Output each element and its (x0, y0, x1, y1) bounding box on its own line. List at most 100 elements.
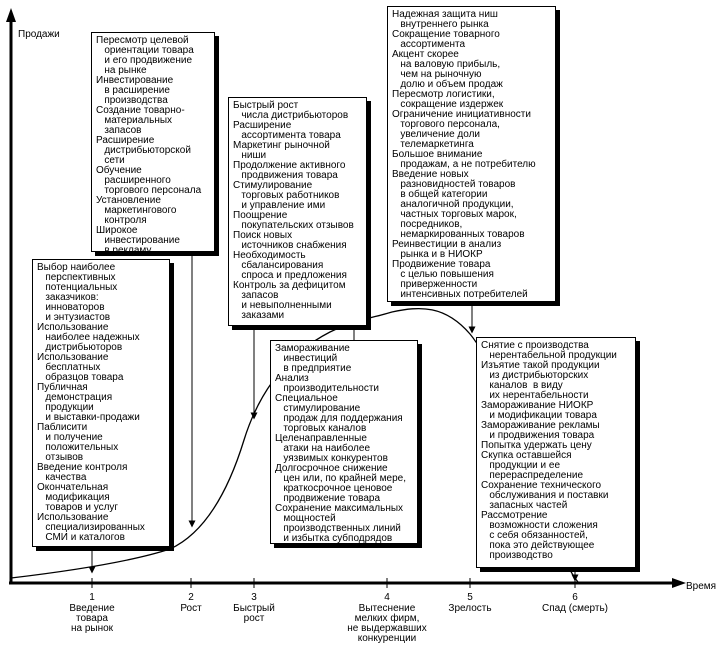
measure-line: инноваторов (37, 302, 105, 313)
measure-line: стимулирование (275, 403, 361, 414)
measure-line: Стимулирование (233, 180, 313, 191)
measure-line: долю и объем продаж (392, 79, 503, 90)
measure-line: Паблисити (37, 422, 88, 433)
stage-number-4: 4 (384, 592, 390, 603)
measure-line: Анализ (275, 373, 309, 384)
measure-line: телемаркетинга (392, 139, 474, 150)
measure-line: демонстрация (37, 392, 113, 403)
measure-line: Надежная защита ниш (392, 9, 498, 20)
measure-line: сбалансирования (233, 260, 324, 271)
measure-line: СМИ и каталогов (37, 532, 125, 543)
measure-line: Сохранение технического (481, 480, 602, 491)
measure-line: интенсивных потребителей (392, 289, 528, 300)
measure-line: и модификации товара (481, 410, 597, 421)
measure-line: Расширение (233, 120, 292, 131)
measure-line: возможности сложения (481, 520, 598, 531)
measure-line: образцов товара (37, 372, 124, 383)
measure-line: немаркированных товаров (392, 229, 525, 240)
measure-line: Расширение (96, 135, 155, 146)
measure-line: сокращение издержек (392, 99, 504, 110)
measure-line: бесплатных (37, 362, 101, 373)
measure-line: Введение контроля (37, 462, 128, 473)
measure-line: Обучение (96, 165, 142, 176)
measure-line: Целенаправленные (275, 433, 367, 444)
measure-line: производительности (275, 383, 379, 394)
stage-number-1: 1 (89, 592, 95, 603)
measure-line: цен или, по крайней мере, (275, 473, 407, 484)
stage-number-2: 2 (188, 592, 194, 603)
measure-line: продукции и ее (481, 460, 561, 471)
stage-label-5: Зрелость (448, 603, 492, 614)
measure-line: частных торговых марок, (392, 209, 517, 220)
measure-line: нерентабельной продукции (481, 350, 617, 361)
stage6-measures-box: Снятие с производства нерентабельной про… (476, 337, 636, 568)
measure-line: Попытка удержать цену (481, 440, 592, 451)
measure-line: сети (96, 155, 125, 166)
measure-line: потенциальных (37, 282, 118, 293)
stage-label-1: Введение товара на рынок (69, 603, 115, 634)
measure-line: Реинвестиции в анализ (392, 239, 502, 250)
x-axis-label: Время (686, 581, 717, 592)
measure-line: Продвижение товара (392, 259, 491, 270)
measure-line: числа дистрибьюторов (233, 110, 349, 121)
measure-line: и невыполненными (233, 300, 332, 311)
measure-line: запасов (96, 125, 142, 136)
measure-line: отзывов (37, 452, 84, 463)
measure-line: спроса и предложения (233, 270, 347, 281)
measure-line: торговых работников (233, 190, 340, 201)
measure-line: заказчиков: (37, 292, 99, 303)
measure-line: их нерентабельности (481, 390, 589, 401)
x-axis-arrow (672, 578, 686, 588)
measure-line: на валовую прибыль, (392, 59, 501, 70)
measure-line: Широкое (96, 225, 138, 236)
measure-line: заказами (233, 310, 285, 321)
measure-line: производство (481, 550, 553, 561)
measure-line: Поощрение (233, 210, 288, 221)
measure-line: Замораживание (275, 343, 350, 354)
measure-line: Сохранение максимальных (275, 503, 404, 514)
measure-line: в расширение (96, 85, 170, 96)
measure-line: и избытка субподрядов (275, 533, 393, 544)
y-axis-label: Продажи (18, 29, 60, 40)
measure-line: Установление (96, 195, 161, 206)
measure-line: и выставки-продажи (37, 412, 140, 423)
measure-line: Долгосрочное снижение (275, 463, 388, 474)
measure-line: Использование (37, 352, 109, 363)
measure-line: аналогичной продукции, (392, 199, 514, 210)
measure-line: и энтузиастов (37, 312, 111, 323)
measure-line: приверженности (392, 279, 478, 290)
measure-line: запасов (233, 290, 279, 301)
measure-line: посредников, (392, 219, 463, 230)
measure-line: специализированных (37, 522, 145, 533)
measure-line: с целью повышения (392, 269, 494, 280)
measure-line: Замораживание рекламы (481, 420, 600, 431)
measure-line: запасных частей (481, 500, 568, 511)
measure-line: покупательских отзывов (233, 220, 354, 231)
measure-line: продажам, а не потребителю (392, 159, 536, 170)
measure-line: чем на рыночную (392, 69, 482, 80)
measure-line: перераспределение (481, 470, 584, 481)
measure-line: Необходимость (233, 250, 306, 261)
measure-line: Быстрый рост (233, 100, 299, 111)
measure-line: в рекламу (96, 245, 152, 252)
measure-line: Изъятие такой продукции (481, 360, 600, 371)
stage2-measures-box: Пересмотр целевой ориентации товара и ег… (91, 32, 215, 252)
measure-line: мощностей (275, 513, 336, 524)
measure-line: Маркетинг рыночной (233, 140, 330, 151)
measure-line: Пересмотр логистики, (392, 89, 495, 100)
measure-line: дистрибьюторской (96, 145, 191, 156)
measure-line: обслуживания и поставки (481, 490, 609, 501)
measure-line: Введение новых (392, 169, 469, 180)
measure-line: перспективных (37, 272, 116, 283)
measure-line: Рассмотрение (481, 510, 548, 521)
measure-line: материальных (96, 115, 173, 126)
measure-line: модификация (37, 492, 110, 503)
stage1-measures-box: Выбор наиболее перспективных потенциальн… (32, 259, 170, 547)
measure-line: качества (37, 472, 87, 483)
measure-line: разновидностей товаров (392, 179, 516, 190)
measure-line: продаж для поддержания (275, 413, 403, 424)
stage-number-5: 5 (467, 592, 473, 603)
measure-line: Ограничение инициативности (392, 109, 531, 120)
